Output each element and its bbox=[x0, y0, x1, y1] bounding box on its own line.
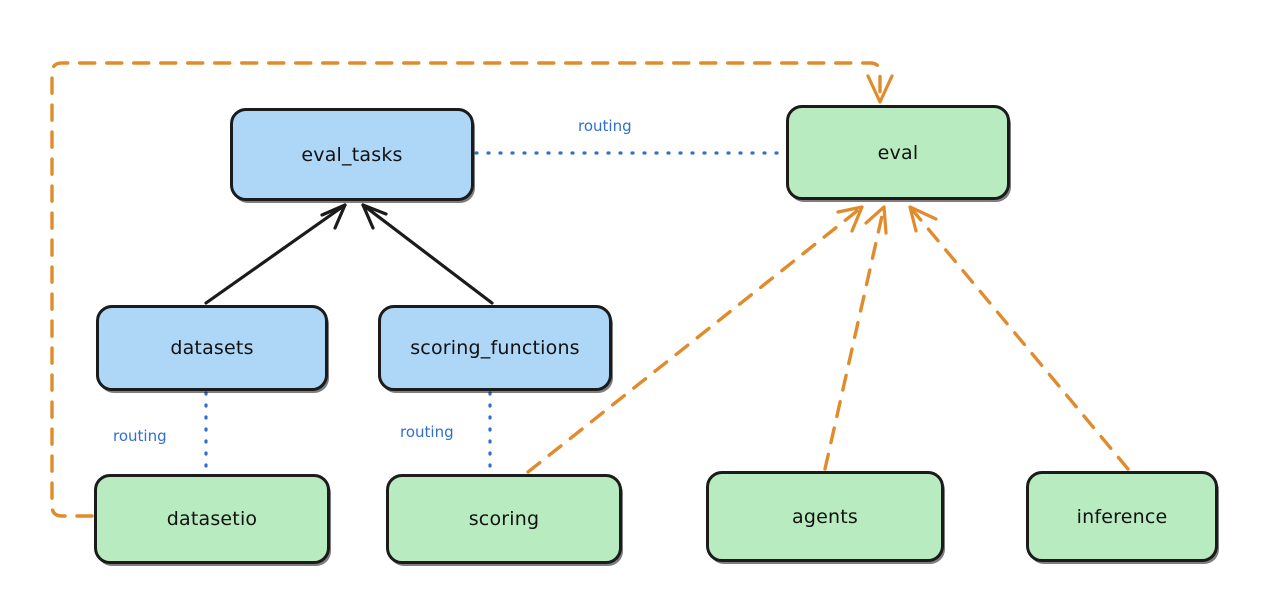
edge-inference-to-eval bbox=[908, 205, 1130, 471]
node-label: scoring bbox=[468, 508, 540, 530]
edge-scoring_functions-to-eval_tasks bbox=[361, 203, 494, 305]
node-label: eval_tasks bbox=[301, 143, 403, 166]
node-eval-tasks[interactable]: eval_tasks bbox=[230, 108, 474, 201]
edge-label-routing-eval-tasks-eval: routing bbox=[578, 117, 632, 135]
edge-label-routing-datasets-datasetio: routing bbox=[113, 427, 167, 445]
node-scoring-functions[interactable]: scoring_functions bbox=[378, 305, 612, 391]
node-label: datasets bbox=[170, 337, 254, 359]
node-datasetio[interactable]: datasetio bbox=[94, 474, 330, 564]
node-label: inference bbox=[1076, 505, 1168, 528]
node-label: datasetio bbox=[166, 508, 258, 530]
edge-label-routing-scoring-functions-scoring: routing bbox=[400, 423, 454, 441]
node-inference[interactable]: inference bbox=[1026, 471, 1218, 562]
node-datasets[interactable]: datasets bbox=[96, 305, 328, 391]
node-label: eval bbox=[877, 141, 919, 164]
edge-datasets-to-eval_tasks bbox=[204, 203, 347, 305]
node-scoring[interactable]: scoring bbox=[386, 474, 622, 564]
edge-agents-to-eval bbox=[823, 205, 888, 471]
node-eval[interactable]: eval bbox=[786, 105, 1010, 200]
node-label: agents bbox=[792, 505, 858, 528]
node-label: scoring_functions bbox=[410, 337, 580, 359]
node-agents[interactable]: agents bbox=[706, 471, 944, 562]
